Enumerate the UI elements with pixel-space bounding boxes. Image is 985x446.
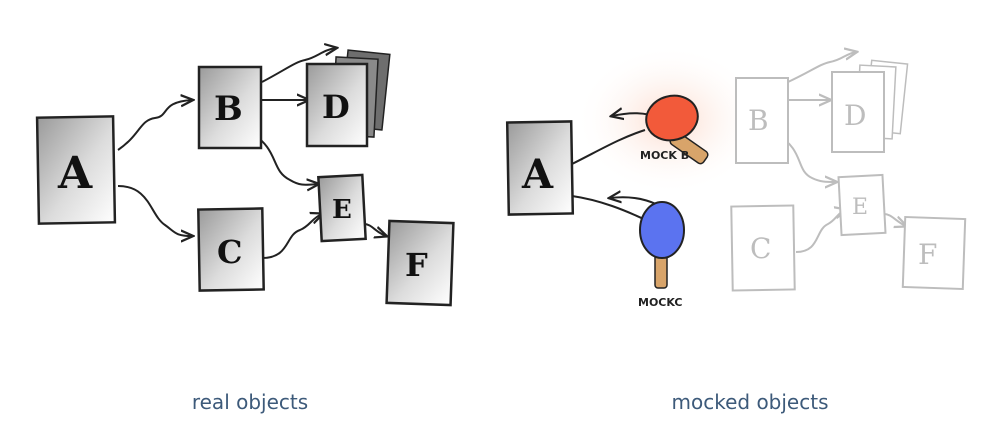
ghost-arrow-c-to-e [795,210,846,253]
mock-b-head [645,94,699,142]
ghost-box-d [831,71,885,153]
label-f: F [405,246,428,284]
box-b [197,65,263,150]
arrow-a-to-c [117,185,192,236]
mock-c-head [639,201,685,259]
ghost-label-d: D [844,99,866,132]
ghost-arrow-b-to-d-top [787,52,856,83]
box-f [385,219,455,307]
arrow-c-to-e [261,214,322,259]
caption-real-objects: real objects [191,390,309,414]
label-e: E [332,195,352,225]
box-c [197,207,265,292]
ghost-box-e [837,173,887,237]
label-a: A [57,148,93,199]
mocked-objects-diagram: B C D E F A MOCK B MOCKC [505,45,967,309]
arrow-a-to-b [117,100,192,151]
caption-mocked-objects: mocked objects [671,390,829,414]
ghost-arrow-e-to-f [883,213,906,226]
ghost-arrow-b-to-e [775,133,836,182]
arrow-b-to-d-top [261,48,336,83]
label-c: C [217,233,242,271]
ghost-label-c: C [750,232,771,265]
arrow-e-to-f [363,223,386,236]
box-e [317,173,367,243]
label-d: D [322,88,350,126]
ghost-label-f: F [918,238,937,271]
label-b: B [214,89,243,129]
mock-b-paddle [645,94,709,165]
mock-c-paddle [639,201,685,289]
ghost-box-f [901,215,967,291]
arrow-mock-c-return [610,197,657,205]
box-d [305,62,369,148]
ghost-label-e: E [852,195,868,220]
real-objects-diagram: A B C D E F [35,48,455,307]
mock-b-label: MOCK B [640,149,689,162]
box-a [35,115,117,225]
ghost-label-b: B [748,104,769,137]
mocked-label-a: A [521,151,554,198]
mock-c-label: MOCKC [638,296,682,309]
mocked-box-a [505,120,575,216]
arrow-b-to-e [249,131,318,185]
arrow-a-to-mock-b [571,129,646,165]
ghost-box-c [730,204,796,292]
arrow-a-to-mock-c [571,195,651,223]
ghost-box-b [735,77,789,164]
